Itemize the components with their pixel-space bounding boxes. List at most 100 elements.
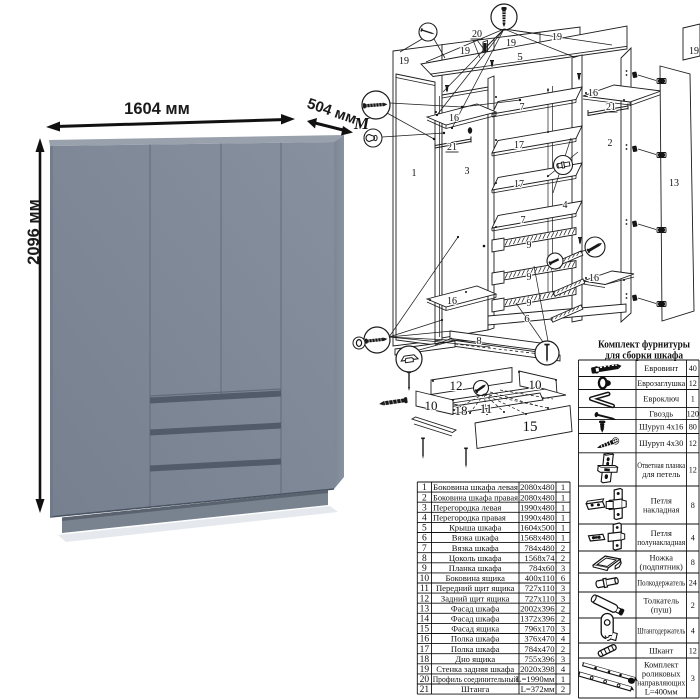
svg-text:2: 2 xyxy=(422,493,427,503)
svg-text:Фасад ящика: Фасад ящика xyxy=(451,624,499,634)
svg-text:Перегородка правая: Перегородка правая xyxy=(433,513,506,523)
svg-text:L=1990мм: L=1990мм xyxy=(516,674,555,684)
svg-text:направляющих: направляющих xyxy=(637,678,686,687)
svg-text:12: 12 xyxy=(450,378,463,393)
svg-text:1: 1 xyxy=(561,533,565,543)
svg-text:16: 16 xyxy=(420,635,430,645)
svg-text:2080х480: 2080х480 xyxy=(520,492,554,502)
svg-text:16: 16 xyxy=(589,273,599,284)
svg-text:18: 18 xyxy=(420,655,430,665)
svg-text:12: 12 xyxy=(689,379,697,388)
svg-text:для сборки шкафа: для сборки шкафа xyxy=(605,350,684,362)
svg-text:Стенка задняя шкафа: Стенка задняя шкафа xyxy=(436,664,514,674)
svg-text:Толкатель: Толкатель xyxy=(643,596,679,605)
svg-text:19: 19 xyxy=(689,46,699,57)
svg-text:4: 4 xyxy=(422,514,427,524)
svg-text:3: 3 xyxy=(561,583,565,593)
svg-text:3: 3 xyxy=(561,654,565,664)
svg-text:24: 24 xyxy=(689,578,697,587)
svg-text:15: 15 xyxy=(420,625,430,635)
svg-text:1990х480: 1990х480 xyxy=(520,513,554,523)
svg-text:19: 19 xyxy=(552,32,562,43)
svg-text:7: 7 xyxy=(521,215,526,226)
svg-text:12: 12 xyxy=(689,646,697,655)
svg-text:Полка шкафа: Полка шкафа xyxy=(451,644,500,654)
svg-text:2: 2 xyxy=(561,644,565,654)
svg-text:Перегородка левая: Перегородка левая xyxy=(433,502,501,512)
svg-text:8: 8 xyxy=(476,335,482,347)
svg-text:Штанга: Штанга xyxy=(461,684,489,694)
svg-text:19: 19 xyxy=(399,56,409,67)
svg-text:Передний щит ящика: Передний щит ящика xyxy=(436,583,515,593)
svg-text:3: 3 xyxy=(561,563,565,573)
svg-text:2: 2 xyxy=(691,601,695,610)
svg-text:3: 3 xyxy=(561,624,565,634)
svg-text:15: 15 xyxy=(523,419,538,435)
svg-text:1568х480: 1568х480 xyxy=(520,533,554,543)
svg-text:18: 18 xyxy=(455,403,468,418)
svg-text:11: 11 xyxy=(420,584,429,594)
svg-text:5: 5 xyxy=(517,51,523,63)
svg-text:2: 2 xyxy=(561,614,565,624)
svg-text:755х396: 755х396 xyxy=(524,654,555,664)
svg-text:21: 21 xyxy=(606,102,616,113)
svg-text:полунакладная: полунакладная xyxy=(637,538,685,547)
svg-text:Шкант: Шкант xyxy=(649,646,674,655)
svg-text:Задний щит ящика: Задний щит ящика xyxy=(441,593,510,603)
svg-text:12: 12 xyxy=(689,439,697,448)
svg-text:1: 1 xyxy=(691,394,695,403)
svg-text:Еврозаглушка: Еврозаглушка xyxy=(637,379,685,388)
svg-text:Фасад шкафа: Фасад шкафа xyxy=(451,614,500,624)
svg-text:1990х480: 1990х480 xyxy=(520,502,554,512)
svg-text:Гвоздь: Гвоздь xyxy=(649,409,673,418)
svg-text:5: 5 xyxy=(422,524,427,534)
svg-text:2: 2 xyxy=(561,553,565,563)
svg-text:376х470: 376х470 xyxy=(524,634,554,644)
svg-text:Петля: Петля xyxy=(651,529,672,538)
svg-text:4: 4 xyxy=(561,664,566,674)
svg-text:L=400мм: L=400мм xyxy=(645,687,679,696)
svg-text:Ножка: Ножка xyxy=(649,553,673,562)
svg-text:400х110: 400х110 xyxy=(525,573,555,583)
svg-text:Комплект: Комплект xyxy=(644,660,679,669)
svg-text:14: 14 xyxy=(420,615,430,625)
svg-text:784х60: 784х60 xyxy=(529,563,555,573)
svg-text:М: М xyxy=(353,114,370,133)
svg-text:10: 10 xyxy=(425,398,438,413)
svg-text:1604х500: 1604х500 xyxy=(520,523,554,533)
svg-text:11: 11 xyxy=(480,401,493,416)
svg-text:19: 19 xyxy=(506,38,516,49)
svg-text:Боковина шкафа правая: Боковина шкафа правая xyxy=(433,492,518,502)
svg-text:120: 120 xyxy=(687,409,699,418)
svg-text:3: 3 xyxy=(422,503,427,513)
svg-text:9: 9 xyxy=(527,240,532,251)
svg-text:13: 13 xyxy=(669,178,679,189)
svg-text:Петля: Петля xyxy=(651,496,672,505)
svg-text:17: 17 xyxy=(420,645,430,655)
svg-text:Профиль соединительный: Профиль соединительный xyxy=(433,674,518,684)
svg-text:2: 2 xyxy=(561,603,565,613)
svg-text:727х110: 727х110 xyxy=(525,583,555,593)
svg-text:2096 мм: 2096 мм xyxy=(25,199,43,265)
svg-text:7: 7 xyxy=(422,544,427,554)
svg-text:Евроключ: Евроключ xyxy=(643,394,680,403)
svg-text:накладная: накладная xyxy=(643,505,680,514)
svg-text:1: 1 xyxy=(561,523,565,533)
svg-text:L=372мм: L=372мм xyxy=(521,684,555,694)
svg-text:Полкодержатель: Полкодержатель xyxy=(637,578,685,587)
svg-text:2020х398: 2020х398 xyxy=(520,664,554,674)
svg-text:12: 12 xyxy=(689,465,697,474)
svg-text:21: 21 xyxy=(447,142,457,153)
svg-text:1: 1 xyxy=(561,674,565,684)
svg-text:19: 19 xyxy=(460,46,470,57)
svg-text:20: 20 xyxy=(420,675,430,685)
svg-text:2: 2 xyxy=(561,543,565,553)
svg-text:8: 8 xyxy=(691,558,695,567)
svg-text:Крыша шкафа: Крыша шкафа xyxy=(449,523,501,533)
svg-text:4: 4 xyxy=(561,634,566,644)
svg-text:17: 17 xyxy=(514,179,524,190)
svg-text:21: 21 xyxy=(420,685,430,695)
svg-text:7: 7 xyxy=(520,102,525,113)
svg-text:Вязка шкафа: Вязка шкафа xyxy=(452,533,499,543)
svg-text:1: 1 xyxy=(561,502,565,512)
